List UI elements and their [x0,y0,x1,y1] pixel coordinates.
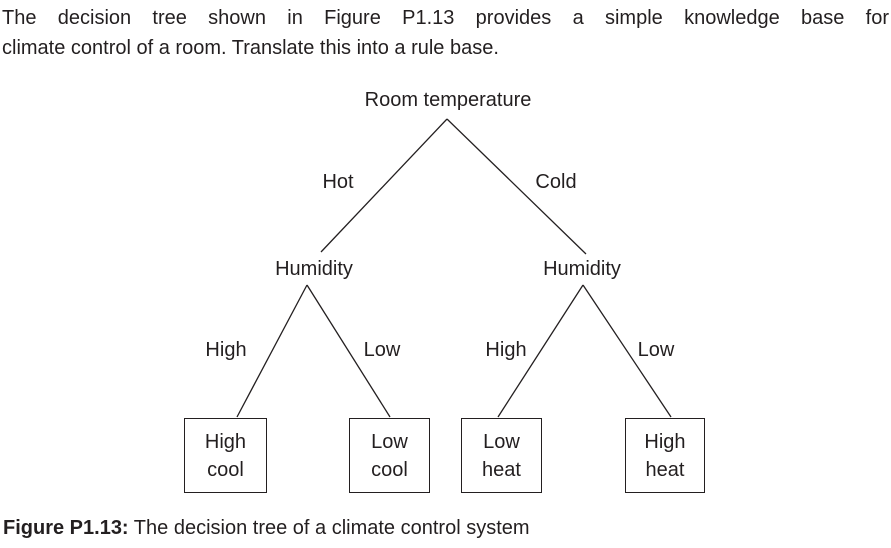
leaf-label-line: heat [645,458,685,481]
leaf-box-high-cool: High cool [184,418,267,493]
node-label-humidity-left: Humidity [275,258,353,280]
edge-label-right-low: Low [637,339,675,361]
leaf-label-line: Low [371,430,408,453]
leaf-label-line: High [204,430,247,453]
branch-line-hot [320,118,448,253]
branch-line-right-low [582,284,672,418]
leaf-box-low-heat: Low heat [461,418,542,493]
branch-line-left-low [306,284,391,418]
edge-label-cold: Cold [535,171,577,193]
branch-line-left-high [236,284,308,418]
problem-statement: The decision tree shown in Figure P1.13 … [2,3,889,63]
leaf-label-line: cool [207,458,244,481]
edge-label-right-high: High [485,339,527,361]
leaf-label-line: Low [483,430,520,453]
branch-line-cold [446,118,587,255]
edge-label-left-low: Low [363,339,401,361]
figure-caption: Figure P1.13: The decision tree of a cli… [3,515,530,541]
figure-caption-text: The decision tree of a climate control s… [128,517,530,539]
edge-label-hot: Hot [322,171,354,193]
node-label-humidity-right: Humidity [543,258,621,280]
tree-root-label: Room temperature [364,89,532,111]
problem-statement-line2: climate control of a room. Translate thi… [2,37,499,59]
edge-label-left-high: High [205,339,247,361]
problem-statement-line1: The decision tree shown in Figure P1.13 … [2,7,889,29]
leaf-box-low-cool: Low cool [349,418,430,493]
leaf-label-line: heat [482,458,521,481]
leaf-box-high-heat: High heat [625,418,705,493]
leaf-label-line: cool [371,458,408,481]
figure-caption-label: Figure P1.13: [3,517,129,539]
leaf-label-line: High [644,430,686,453]
branch-line-right-high [497,284,584,418]
